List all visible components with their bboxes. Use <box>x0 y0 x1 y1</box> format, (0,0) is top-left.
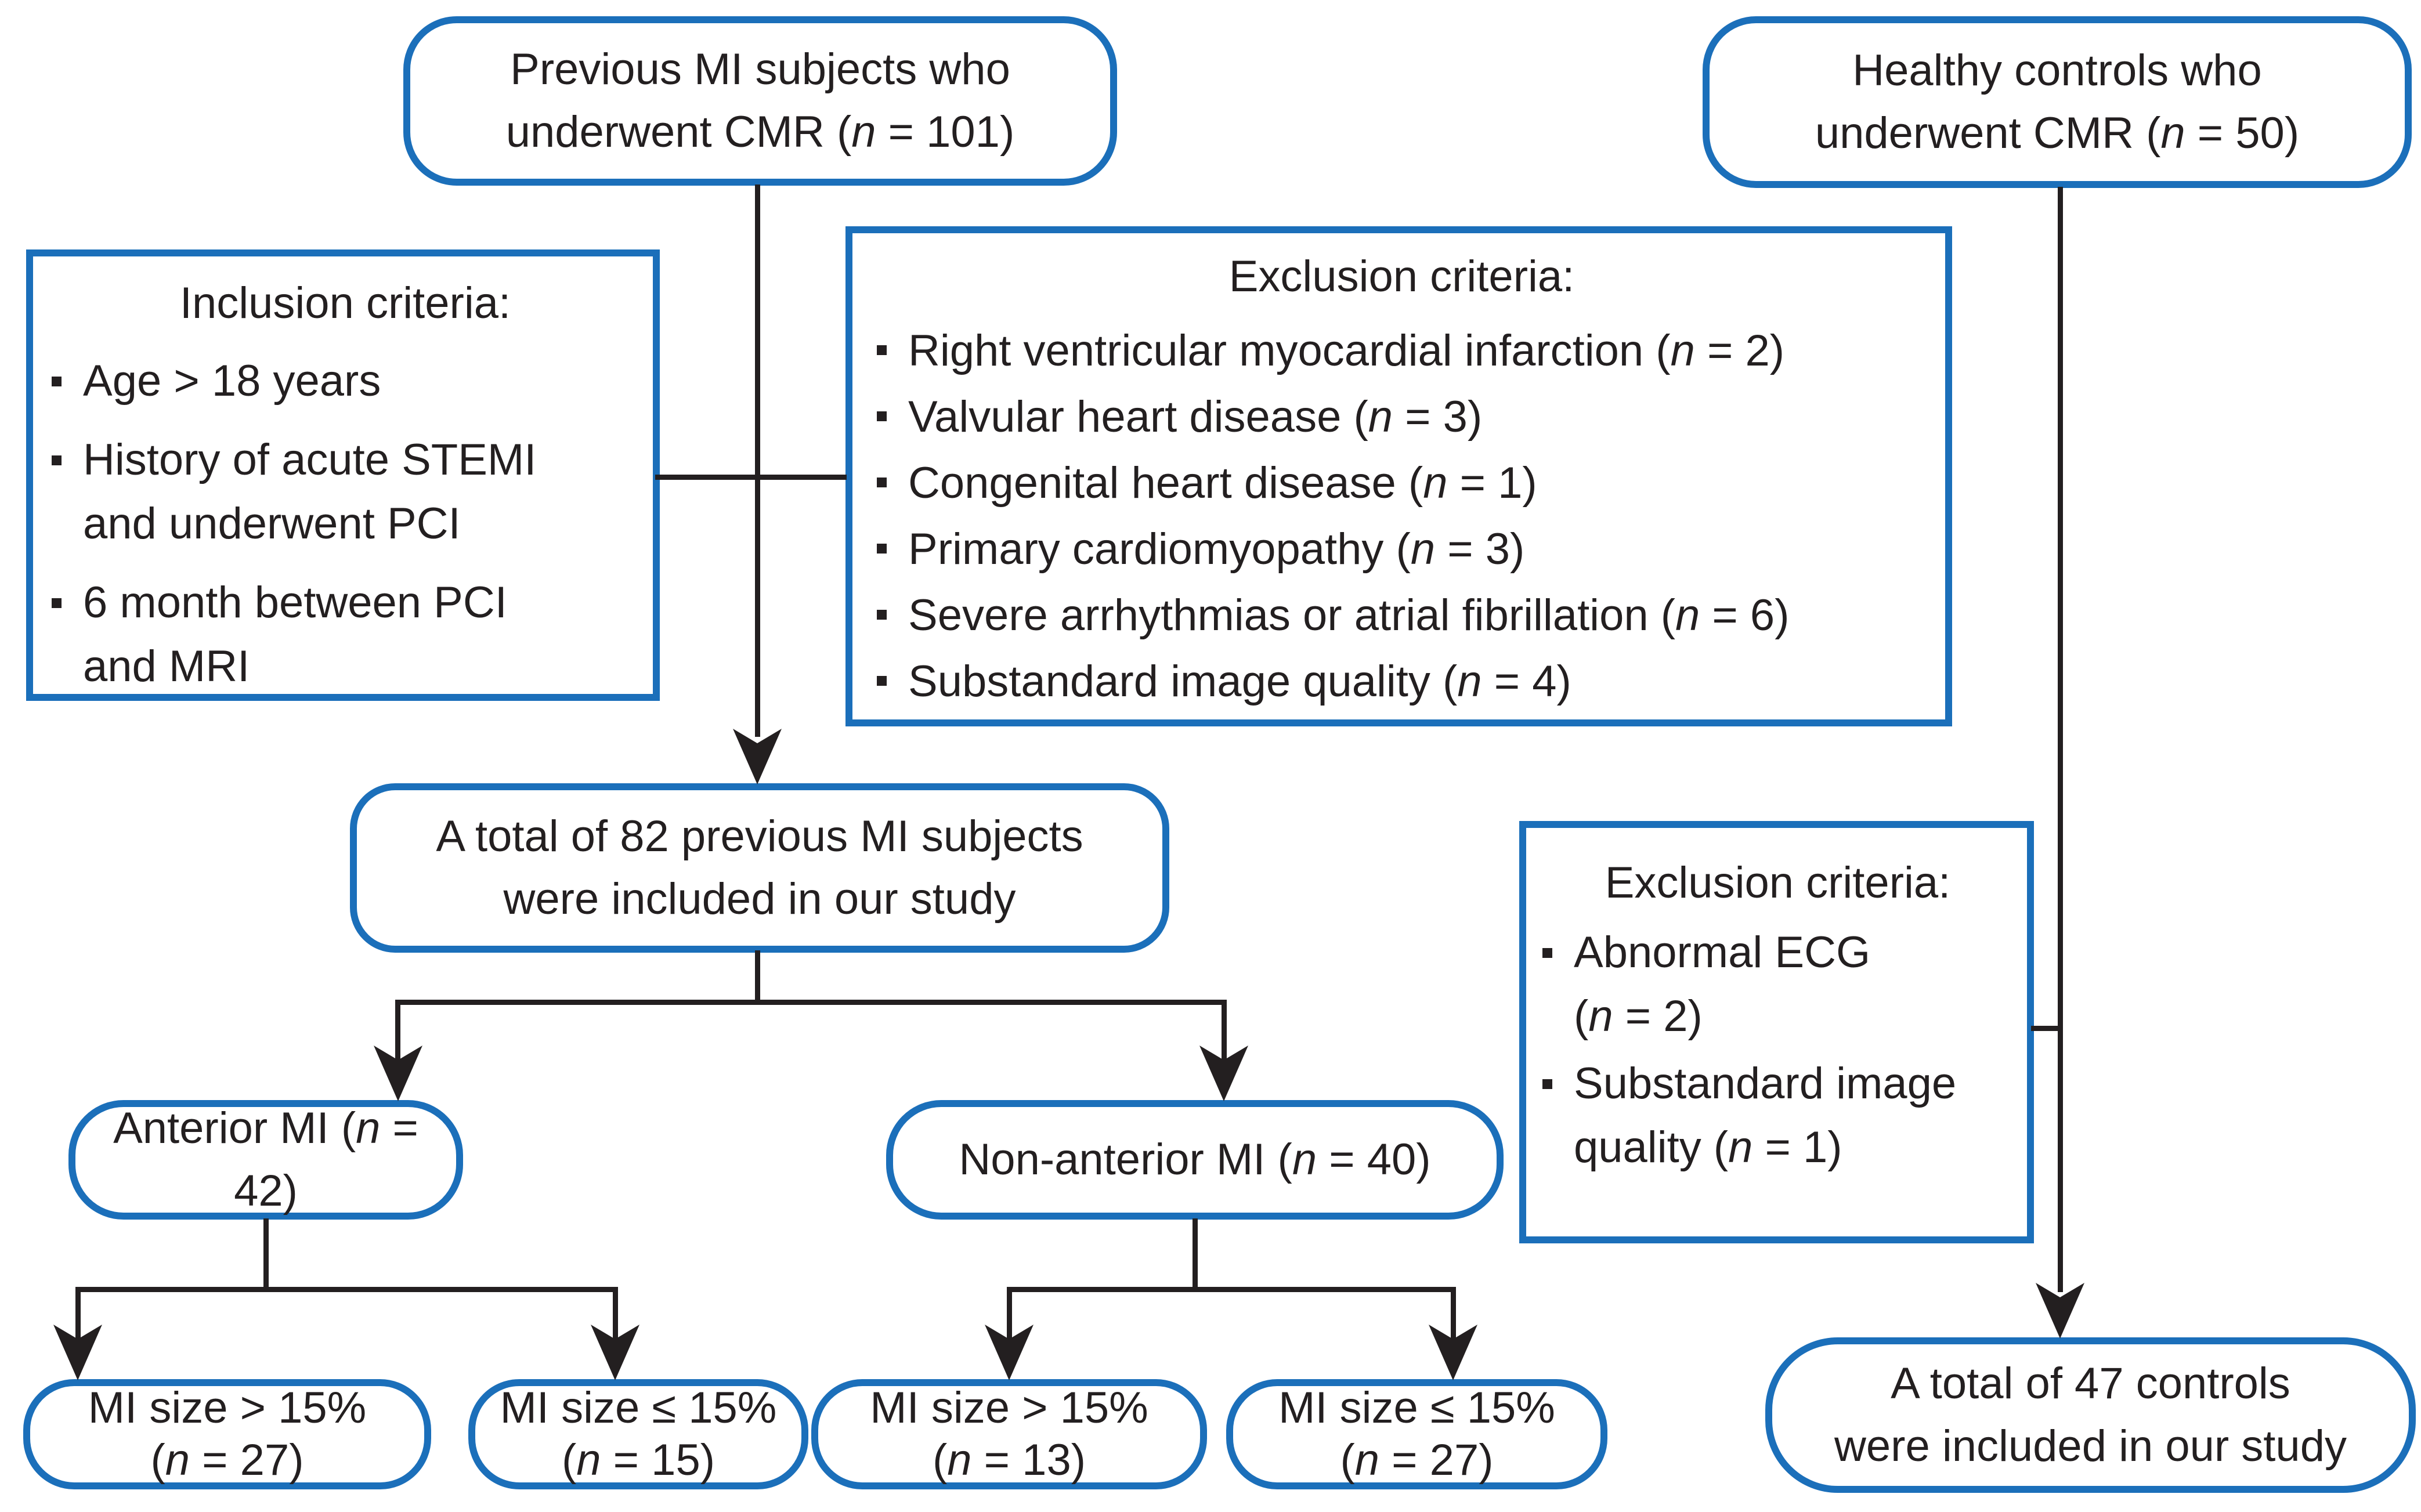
exclusion-mi-item-2: Valvular heart disease (n = 3) <box>908 392 1483 442</box>
exclusion-mi-item-6: Substandard image quality (n = 4) <box>908 657 1571 706</box>
box-exclusion-criteria-mi: Exclusion criteria: Right ventricular my… <box>845 226 1952 726</box>
exclusion-criteria-mi-title: Exclusion criteria: <box>1228 252 1575 301</box>
list-item: Substandard image quality (n = 1) <box>1538 1052 2018 1180</box>
list-item: 6 month between PCI and MRI <box>47 571 644 699</box>
connector-split-nonanterior-bar <box>1007 1287 1456 1292</box>
node-non-anterior-mi: Non-anterior MI (n = 40) <box>886 1100 1504 1220</box>
node-anterior-mi-size-le15-line-2: (n = 15) <box>561 1435 716 1485</box>
node-included-controls: A total of 47 controls were included in … <box>1765 1337 2416 1493</box>
node-anterior-mi-size-gt15: MI size > 15% (n = 27) <box>23 1379 431 1489</box>
exclusion-criteria-controls-list: Abnormal ECG (n = 2) Substandard image q… <box>1538 921 2018 1180</box>
node-non-anterior-mi-size-gt15-line-1: MI size > 15% <box>870 1383 1148 1433</box>
arrow-down-icon <box>733 729 782 784</box>
list-item: Primary cardiomyopathy (n = 3) <box>872 516 1931 583</box>
connector-split-mi-stem <box>755 950 760 1005</box>
list-item: History of acute STEMI and underwent PCI <box>47 428 644 556</box>
exclusion-mi-item-3: Congenital heart disease (n = 1) <box>908 458 1537 508</box>
connector-split-mi-left <box>395 1000 400 1064</box>
node-non-anterior-mi-size-gt15: MI size > 15% (n = 13) <box>811 1379 1207 1489</box>
inclusion-criteria-title: Inclusion criteria: <box>179 278 511 328</box>
connector-split-anterior-left <box>75 1287 81 1342</box>
node-anterior-mi-size-gt15-line-2: (n = 27) <box>150 1435 304 1485</box>
connector-previous-mi-to-included <box>755 185 760 737</box>
node-non-anterior-mi-label: Non-anterior MI (n = 40) <box>959 1135 1431 1184</box>
node-non-anterior-mi-size-gt15-line-2: (n = 13) <box>932 1435 1086 1485</box>
inclusion-item-2-line-1: History of acute STEMI <box>83 435 537 484</box>
connector-split-nonanterior-right <box>1451 1287 1456 1342</box>
list-item: Congenital heart disease (n = 1) <box>872 450 1931 516</box>
node-included-controls-line-2: were included in our study <box>1834 1421 2347 1471</box>
exclusion-controls-item-1-line-1: Abnormal ECG <box>1574 928 1871 977</box>
list-item: Substandard image quality (n = 4) <box>872 649 1931 715</box>
exclusion-mi-item-4: Primary cardiomyopathy (n = 3) <box>908 525 1525 574</box>
exclusion-mi-item-1: Right ventricular myocardial infarction … <box>908 326 1785 375</box>
list-item: Abnormal ECG (n = 2) <box>1538 921 2018 1048</box>
connector-split-anterior-bar <box>75 1287 618 1292</box>
exclusion-controls-item-2-line-2: quality (n = 1) <box>1574 1123 1842 1172</box>
node-anterior-mi-size-gt15-line-1: MI size > 15% <box>88 1383 367 1433</box>
list-item: Right ventricular myocardial infarction … <box>872 318 1931 384</box>
list-item: Severe arrhythmias or atrial fibrillatio… <box>872 583 1931 649</box>
node-included-mi-subjects: A total of 82 previous MI subjects were … <box>350 783 1169 953</box>
connector-criteria-horizontal <box>655 475 847 480</box>
inclusion-item-2-line-2: and underwent PCI <box>83 499 461 548</box>
exclusion-controls-item-1-line-2: (n = 2) <box>1574 992 1703 1041</box>
connector-split-nonanterior-stem <box>1193 1218 1198 1292</box>
node-non-anterior-mi-size-le15-line-1: MI size ≤ 15% <box>1278 1383 1555 1433</box>
inclusion-item-3-line-2: and MRI <box>83 642 250 691</box>
node-included-mi-line-1: A total of 82 previous MI subjects <box>436 812 1083 861</box>
exclusion-mi-item-5: Severe arrhythmias or atrial fibrillatio… <box>908 591 1790 640</box>
node-non-anterior-mi-size-le15: MI size ≤ 15% (n = 27) <box>1226 1379 1607 1489</box>
node-anterior-mi-size-le15-line-1: MI size ≤ 15% <box>500 1383 777 1433</box>
node-healthy-controls-line-2: underwent CMR (n = 50) <box>1815 108 2300 158</box>
connector-healthy-to-included <box>2058 187 2063 1292</box>
exclusion-controls-item-2-line-1: Substandard image <box>1574 1059 1957 1108</box>
inclusion-item-1: Age > 18 years <box>83 356 381 406</box>
node-anterior-mi: Anterior MI (n = 42) <box>68 1100 463 1220</box>
box-exclusion-criteria-controls: Exclusion criteria: Abnormal ECG (n = 2)… <box>1519 821 2034 1243</box>
node-included-controls-line-1: A total of 47 controls <box>1891 1359 2290 1408</box>
exclusion-criteria-mi-list: Right ventricular myocardial infarction … <box>872 318 1931 715</box>
node-healthy-controls: Healthy controls who underwent CMR (n = … <box>1703 16 2412 188</box>
connector-split-anterior-right <box>613 1287 618 1342</box>
connector-controls-exclusion <box>2031 1026 2063 1031</box>
connector-split-mi-bar <box>395 1000 1227 1005</box>
node-previous-mi-line-2: underwent CMR (n = 101) <box>505 107 1015 157</box>
node-included-mi-line-2: were included in our study <box>503 874 1016 924</box>
list-item: Valvular heart disease (n = 3) <box>872 384 1931 450</box>
node-non-anterior-mi-size-le15-line-2: (n = 27) <box>1340 1435 1494 1485</box>
connector-split-mi-right <box>1222 1000 1227 1064</box>
connector-split-anterior-stem <box>263 1218 269 1292</box>
inclusion-item-3-line-1: 6 month between PCI <box>83 578 507 627</box>
inclusion-criteria-list: Age > 18 years History of acute STEMI an… <box>47 349 644 699</box>
node-anterior-mi-label: Anterior MI (n = 42) <box>113 1104 418 1216</box>
connector-split-nonanterior-left <box>1007 1287 1012 1342</box>
list-item: Age > 18 years <box>47 349 644 413</box>
node-previous-mi-line-1: Previous MI subjects who <box>510 45 1010 94</box>
node-anterior-mi-size-le15: MI size ≤ 15% (n = 15) <box>468 1379 808 1489</box>
node-healthy-controls-line-1: Healthy controls who <box>1852 46 2262 95</box>
node-previous-mi-subjects: Previous MI subjects who underwent CMR (… <box>403 16 1117 186</box>
box-inclusion-criteria: Inclusion criteria: Age > 18 years Histo… <box>26 249 660 701</box>
exclusion-criteria-controls-title: Exclusion criteria: <box>1605 858 1951 907</box>
